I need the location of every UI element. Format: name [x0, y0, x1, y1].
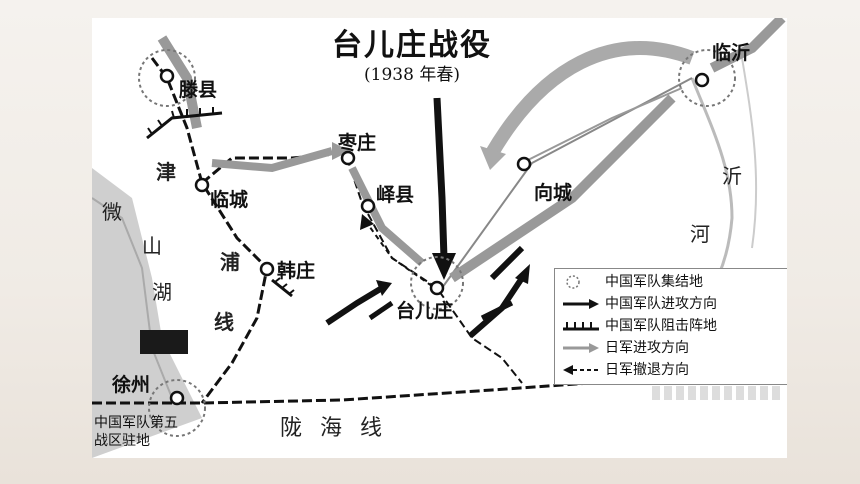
- assembly-linyi: [678, 49, 736, 107]
- jp-arrowhead-linyi: [480, 146, 506, 170]
- place-yixian: 峄县: [376, 184, 415, 206]
- cn-arrow-ne: [489, 245, 525, 281]
- place-lincheng: 临城: [210, 189, 249, 211]
- legend-item-cn-attack: 中国军队进攻方向: [561, 294, 783, 314]
- place-tengxian: 滕县: [179, 79, 218, 101]
- legend-label: 日军进攻方向: [605, 340, 689, 356]
- jp-arrow-lincheng: [211, 147, 334, 173]
- place-taierzhuang: 台儿庄: [396, 300, 454, 322]
- jp-arrowhead-zaozhuang: [332, 142, 350, 160]
- river-label-2: 河: [690, 222, 710, 246]
- legend-item-jp-attack: 日军进攻方向: [561, 338, 783, 358]
- legend-label: 日军撤退方向: [605, 362, 689, 378]
- jp-arrow-xiangcheng: [449, 94, 676, 283]
- hq-note: 中国军队第五 战区驻地: [94, 414, 178, 450]
- dotted-circle-icon: [566, 275, 580, 289]
- lake-label-2: 山: [142, 234, 162, 258]
- longhai-label: 陇海线: [280, 416, 401, 441]
- place-xuzhou: 徐州: [112, 374, 151, 396]
- yi-river-2: [741, 57, 758, 249]
- cn-arrow-north: [433, 97, 448, 259]
- jp-retreat: [366, 222, 433, 287]
- jp-arrow-linyi: [485, 41, 695, 157]
- legend-label: 中国军队进攻方向: [605, 296, 717, 312]
- cn-arrow-s: [368, 300, 394, 321]
- cn-arrow-se: [468, 276, 525, 339]
- marker-taierzhuang: [429, 280, 445, 296]
- map-subtitle: (1938 年春): [364, 65, 460, 85]
- marker-xuzhou: [169, 390, 185, 406]
- marker-tengxian: [159, 68, 175, 84]
- jinpu-label-2: 浦: [220, 250, 240, 274]
- marker-yixian: [360, 198, 376, 214]
- hq-flag: [140, 330, 188, 354]
- legend-item-cn-block: 中国军队阻击阵地: [561, 316, 783, 336]
- black-arrow-icon: [563, 299, 599, 309]
- hq-note-line2: 战区驻地: [94, 433, 150, 449]
- marker-hanzhuang: [259, 261, 275, 277]
- lake-edge: [92, 197, 173, 399]
- cn-arrow-e: [480, 300, 514, 321]
- dashed-arrow-icon: [563, 365, 599, 375]
- marker-linyi: [694, 72, 710, 88]
- gray-arrow-icon: [563, 343, 599, 353]
- cn-arrow-sw: [325, 285, 384, 326]
- legend-label: 中国军队集结地: [605, 274, 703, 290]
- block-tengxian-ticks: [147, 107, 214, 135]
- marker-zaozhuang: [340, 150, 356, 166]
- road-linyi-2: [521, 87, 683, 164]
- place-linyi: 临沂: [712, 42, 751, 64]
- block-tengxian: [146, 111, 223, 140]
- map-drawing: [92, 18, 787, 458]
- assembly-tengxian: [138, 49, 196, 107]
- river-label-1: 沂: [722, 164, 742, 188]
- cn-arrowhead-se: [515, 264, 530, 284]
- lake-label-1: 微: [102, 200, 122, 224]
- assembly-taierzhuang: [410, 256, 464, 310]
- watermark: [652, 386, 782, 400]
- jinpu-label-3: 线: [214, 310, 234, 334]
- block-hanzhuang-ticks: [274, 277, 295, 295]
- hq-note-line1: 中国军队第五: [94, 415, 178, 431]
- jp-retreat-head: [360, 214, 374, 230]
- map-legend: 中国军队集结地 中国军队进攻方向 中国军队阻击阵地 日军进攻方向 日军撤退方向: [554, 268, 787, 385]
- jinpu-label-1: 津: [156, 160, 176, 184]
- jp-arrow-east: [709, 18, 786, 73]
- place-hanzhuang: 韩庄: [277, 260, 316, 282]
- assembly-xuzhou: [148, 379, 206, 437]
- legend-item-assembly: 中国军队集结地: [561, 272, 783, 292]
- marker-lincheng: [194, 177, 210, 193]
- lake-label-3: 湖: [152, 280, 172, 304]
- cn-arrowhead-sw: [376, 280, 392, 296]
- place-xiangcheng: 向城: [534, 182, 573, 204]
- map-panel: 台儿庄战役 (1938 年春) 滕县 临沂 枣庄 峄县 临城 向城 韩庄 台儿庄…: [92, 18, 787, 458]
- marker-xiangcheng: [516, 156, 532, 172]
- jp-arrow-yixian: [348, 166, 425, 267]
- jp-arrow-tengxian: [157, 35, 202, 129]
- map-title: 台儿庄战役: [332, 28, 492, 63]
- legend-item-jp-retreat: 日军撤退方向: [561, 360, 783, 380]
- jinpu-railway: [150, 57, 269, 404]
- legend-label: 中国军队阻击阵地: [605, 318, 717, 334]
- blocking-line-icon: [563, 322, 599, 331]
- place-zaozhuang: 枣庄: [338, 132, 377, 154]
